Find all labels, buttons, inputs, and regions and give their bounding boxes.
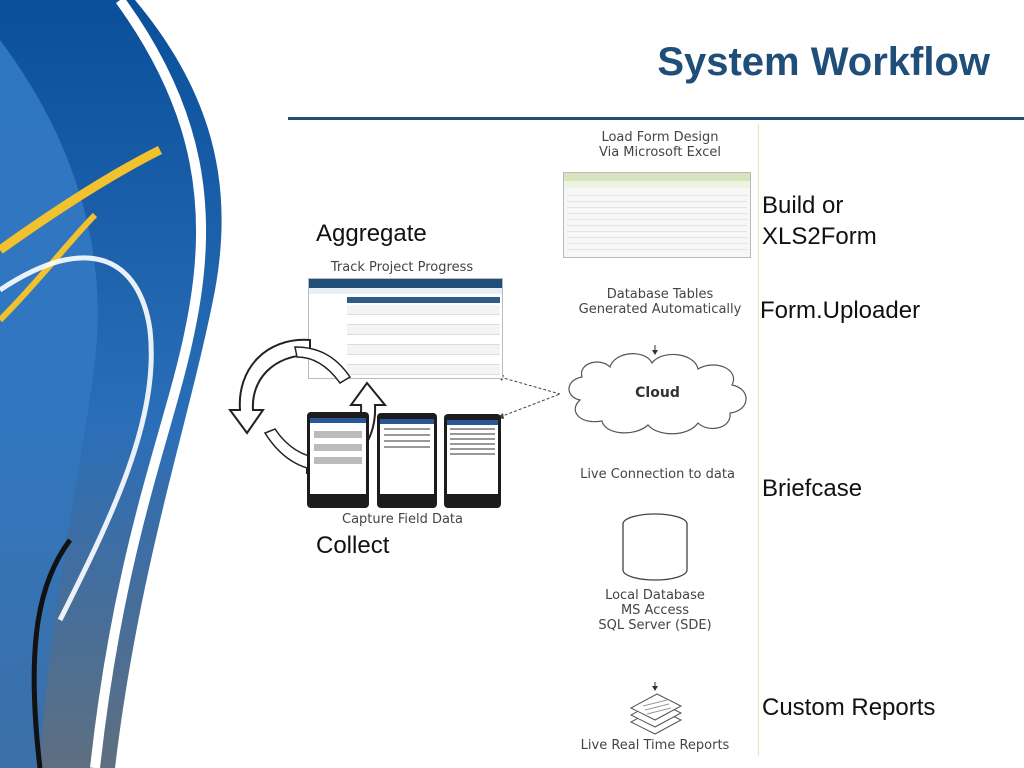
slide-title: System Workflow (657, 40, 990, 84)
caption-local-db: Local Database MS Access SQL Server (SDE… (585, 588, 725, 633)
label-uploader: Form.Uploader (760, 297, 921, 324)
caption-db-tables-line2: Generated Automatically (578, 302, 742, 317)
caption-live-reports: Live Real Time Reports (580, 738, 730, 753)
excel-ribbon (564, 173, 750, 181)
deco-dark-arc (31, 538, 73, 768)
caption-local-db-line2: MS Access (620, 603, 690, 618)
deco-white-swoosh (90, 0, 206, 768)
deco-light-blue-band (0, 40, 98, 768)
progress-header (309, 279, 502, 288)
caption-live-connection: Live Connection to data (580, 467, 735, 482)
reports-stack-icon (629, 682, 683, 735)
label-build-line2: XLS2Form (762, 223, 877, 250)
phone-screenshot-1 (307, 412, 369, 508)
cloud-label: Cloud (635, 385, 680, 401)
caption-track-progress: Track Project Progress (330, 260, 474, 275)
label-custom-reports: Custom Reports (762, 694, 936, 721)
caption-local-db-line3: SQL Server (SDE) (598, 618, 712, 633)
caption-db-tables-line1: Database Tables (606, 287, 714, 302)
sync-arrows (497, 375, 561, 419)
caption-load-form-line2: Via Microsoft Excel (598, 145, 722, 160)
title-rule (288, 117, 1024, 120)
label-briefcase: Briefcase (762, 475, 863, 502)
deco-white-arc (0, 255, 154, 622)
label-collect: Collect (316, 532, 390, 559)
progress-toolbar (309, 288, 502, 294)
excel-toolbar (564, 181, 750, 188)
label-aggregate: Aggregate (316, 220, 427, 247)
caption-capture: Capture Field Data (342, 512, 463, 527)
deco-yellow-swoosh-1 (0, 145, 163, 254)
divider-line (758, 124, 759, 756)
database-icon (622, 513, 688, 581)
caption-load-form-line1: Load Form Design (601, 130, 719, 145)
phone-screenshot-2 (377, 413, 437, 508)
progress-screenshot (308, 278, 503, 379)
phone-screenshot-3 (444, 414, 501, 508)
caption-load-form: Load Form Design Via Microsoft Excel (560, 130, 760, 160)
cloud-icon (568, 345, 747, 435)
progress-table-header (347, 297, 500, 303)
caption-db-tables: Database Tables Generated Automatically (560, 287, 760, 317)
caption-local-db-line1: Local Database (605, 588, 705, 603)
excel-screenshot (563, 172, 751, 258)
label-build-line1: Build or (762, 192, 844, 219)
label-build: Build or XLS2Form (762, 190, 877, 252)
